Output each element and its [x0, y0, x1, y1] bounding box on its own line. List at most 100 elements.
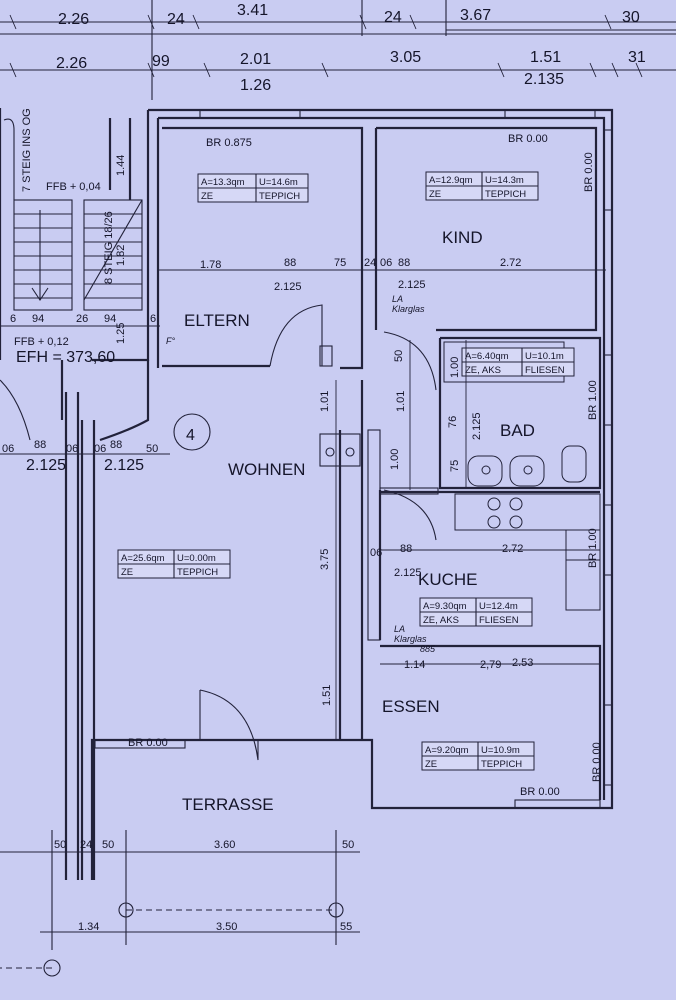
dim-k06: 06 — [370, 547, 382, 559]
bad-area: A=6.40qm — [465, 351, 509, 362]
essen-area: A=9.20qm — [425, 745, 469, 756]
dim-2-26: 2.26 — [56, 55, 87, 72]
eltern-wall: ZE — [201, 191, 213, 202]
stair-labels: 7 STEIG INS OG FFB + 0,04 8 STEIG 18/26 … — [2, 108, 158, 474]
stair-label-8: 8 STEIG 18/26 — [103, 211, 115, 284]
circle-mark — [173, 413, 211, 451]
dim-l06: 06 — [2, 443, 14, 455]
dim-885b: 88 — [398, 257, 410, 269]
kuche-wall: ZE, AKS — [423, 615, 459, 626]
column-marker-3 — [43, 959, 61, 977]
area-box-kuche: A=9.30qm U=12.4m ZE, AKS FLIESEN — [419, 597, 533, 627]
dim-k885: 88 — [400, 543, 412, 555]
hw-la2c: 885 — [420, 644, 436, 654]
dim-v50: 50 — [393, 350, 405, 362]
top-dimension-labels: 2.26 24 3.41 24 3.67 30 2.26 99 2.01 3.0… — [56, 2, 646, 94]
room-essen: ESSEN — [382, 697, 440, 716]
dim-v75: 75 — [449, 460, 461, 472]
dim-1-51: 1.51 — [530, 49, 561, 66]
kuche-perimeter: U=12.4m — [479, 601, 518, 612]
dim-c55: 55 — [340, 921, 352, 933]
dim-top-30: 30 — [622, 9, 640, 26]
dim-top-3-41: 3.41 — [237, 2, 268, 19]
dim-75: 75 — [334, 257, 346, 269]
ffb-lower: FFB + 0,12 — [14, 336, 69, 348]
hw-la1b: Klarglas — [392, 304, 425, 314]
eltern-perimeter: U=14.6m — [259, 177, 298, 188]
dim-2125b: 2.125 — [398, 279, 426, 291]
dim-c3505: 3.50 — [216, 921, 237, 933]
dim-2125a: 2.125 — [274, 281, 302, 293]
top-dimension-lines — [0, 0, 676, 100]
dim-s6a: 6 — [10, 313, 16, 325]
area-box-eltern: A=13.3qm U=14.6m ZE TEPPICH — [197, 173, 309, 203]
kitchen-fixtures — [454, 493, 601, 611]
inner-dimension-labels: 1.78 88 75 24 06 88 2.72 2.125 2.125 1.0… — [200, 257, 533, 706]
dim-2-01: 2.01 — [240, 51, 271, 68]
room-terrasse: TERRASSE — [182, 795, 274, 814]
br-eltern: BR 0.875 — [206, 137, 252, 149]
bottom-dimension-labels: 50 24 50 3.60 50 1.34 3.50 55 — [54, 839, 354, 933]
room-kind: KIND — [442, 228, 483, 247]
dim-b50a: 50 — [54, 839, 66, 851]
stair-label-og: 7 STEIG INS OG — [21, 108, 33, 192]
room-wohnen: WOHNEN — [228, 460, 305, 479]
wohnen-area: A=25.6qm — [121, 553, 165, 564]
hw-la1: LA — [392, 294, 403, 304]
essen-floor: TEPPICH — [481, 759, 522, 770]
dim-s6b: 6 — [150, 313, 156, 325]
ffb-upper: FFB + 0,04 — [46, 181, 101, 193]
dim-c134: 1.34 — [78, 921, 99, 933]
room-kuche: KUCHE — [418, 570, 478, 589]
dim-24: 24 — [364, 257, 376, 269]
dim-s94: 94 — [32, 313, 44, 325]
bad-floor: FLIESEN — [525, 365, 565, 376]
area-box-bad: A=6.40qm U=10.1m ZE, AKS FLIESEN — [461, 347, 575, 377]
br-wohnen: BR 0.00 — [128, 737, 168, 749]
kind-perimeter: U=14.3m — [485, 175, 524, 186]
room-eltern: ELTERN — [184, 311, 250, 330]
essen-wall: ZE — [425, 759, 437, 770]
dim-top-24: 24 — [167, 11, 185, 28]
dim-31: 31 — [628, 49, 646, 66]
parapet-labels: BR 0.875 BR 0.00 BR 0.00 BR 1.00 BR 1.00… — [128, 133, 603, 798]
hw-la2: LA — [394, 624, 405, 634]
kind-area: A=12.9qm — [429, 175, 473, 186]
dim-v2125: 2.125 — [471, 412, 483, 440]
eltern-floor: TEPPICH — [259, 191, 300, 202]
bottom-dimension-lines — [0, 830, 360, 977]
kind-wall: ZE — [429, 189, 441, 200]
br-bad: BR 1.00 — [587, 380, 599, 420]
inner-dimension-lines — [158, 269, 606, 740]
area-box-essen: A=9.20qm U=10.9m ZE TEPPICH — [421, 741, 535, 771]
dim-885a: 88 — [284, 257, 296, 269]
br-kind-top: BR 0.00 — [508, 133, 548, 145]
dim-99: 99 — [152, 53, 170, 70]
dim-eltern-w: 1.78 — [200, 259, 221, 271]
room-labels: ELTERN KIND BAD WOHNEN KUCHE ESSEN TERRA… — [182, 228, 535, 814]
area-box-kind: A=12.9qm U=14.3m ZE TEPPICH — [425, 171, 539, 201]
dim-l50: 50 — [146, 443, 158, 455]
dim-l2125b: 2.125 — [104, 457, 144, 474]
dim-s26: 26 — [76, 313, 88, 325]
br-essen-right: BR 0.00 — [591, 742, 603, 782]
dim-k2125: 2.125 — [394, 567, 422, 579]
circled-number: 4 — [186, 427, 195, 444]
dim-v76: 76 — [447, 416, 459, 428]
room-bad: BAD — [500, 421, 535, 440]
dim-b24: 24 — [80, 839, 92, 851]
dim-k272: 2.72 — [502, 543, 523, 555]
dim-2-135: 2.135 — [524, 71, 564, 88]
dim-b3605: 3.60 — [214, 839, 235, 851]
dim-v101a: 1.01 — [319, 391, 331, 412]
dim-kind-w: 2.72 — [500, 257, 521, 269]
dim-l2125a: 2.125 — [26, 457, 66, 474]
dim-top-24b: 24 — [384, 9, 402, 26]
dim-l06b: 06 — [66, 443, 78, 455]
wohnen-perimeter: U=0.00m — [177, 553, 216, 564]
dim-top-2-26: 2.26 — [58, 11, 89, 28]
dim-e114: 1.14 — [404, 659, 425, 671]
dim-h125: 1.25 — [115, 323, 127, 344]
dim-s94b: 94 — [104, 313, 116, 325]
